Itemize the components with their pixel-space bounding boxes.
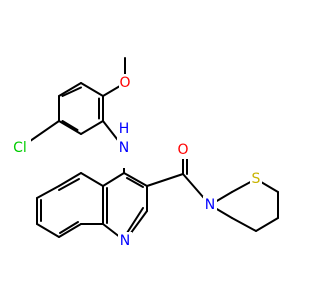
qb-inner-1 [58, 178, 80, 191]
qb-bond-3 [36, 185, 60, 199]
thiomorpholine-nitrogen-label: N [205, 197, 215, 213]
quinoline-nitrogen: N [118, 232, 132, 250]
ring-inner-3 [61, 86, 82, 97]
methoxy-oxygen: O [119, 74, 131, 92]
sulfur-atom: S [250, 170, 262, 188]
qb-bond-5 [36, 223, 60, 238]
atom-labels: O Cl N H O N S N [9, 74, 262, 250]
c3-carbonyl-bond [146, 173, 184, 187]
carbonyl-oxygen: O [177, 141, 189, 159]
thiomorpholine-nitrogen: N [203, 196, 217, 214]
qp-bond-1 [123, 172, 148, 187]
ring-bond-b [80, 120, 104, 135]
methoxy-oxygen-label: O [119, 75, 130, 91]
ring-bond-c [58, 120, 82, 135]
chlorine-atom: Cl [9, 139, 31, 157]
molecule-diagram: O Cl N H O N S N [9, 57, 279, 250]
qp-bond-6 [102, 172, 125, 187]
qb-inner-3 [59, 221, 79, 234]
qb-bond-1 [80, 172, 104, 187]
chlorine-label: Cl [13, 140, 27, 156]
qp-inner-2 [126, 207, 144, 234]
qb-bond-6 [58, 223, 82, 238]
amine-hydrogen-label: H [119, 121, 130, 137]
tm-bond-6 [231, 217, 257, 232]
qp-inner-1 [126, 177, 144, 188]
tm-bond-5 [255, 217, 279, 232]
ring-inner-2 [61, 120, 79, 131]
quinoline-nitrogen-label: N [120, 233, 130, 249]
qb-bond-2 [58, 172, 82, 187]
sulfur-label: S [252, 171, 261, 187]
carbonyl-oxygen-label: O [177, 142, 188, 158]
amine-nitrogen-label: N [119, 140, 129, 156]
bonds [19, 57, 279, 242]
ring-bond-f [80, 82, 104, 97]
ring-bond-e [58, 82, 82, 97]
amine-nitrogen: N H [117, 121, 131, 168]
